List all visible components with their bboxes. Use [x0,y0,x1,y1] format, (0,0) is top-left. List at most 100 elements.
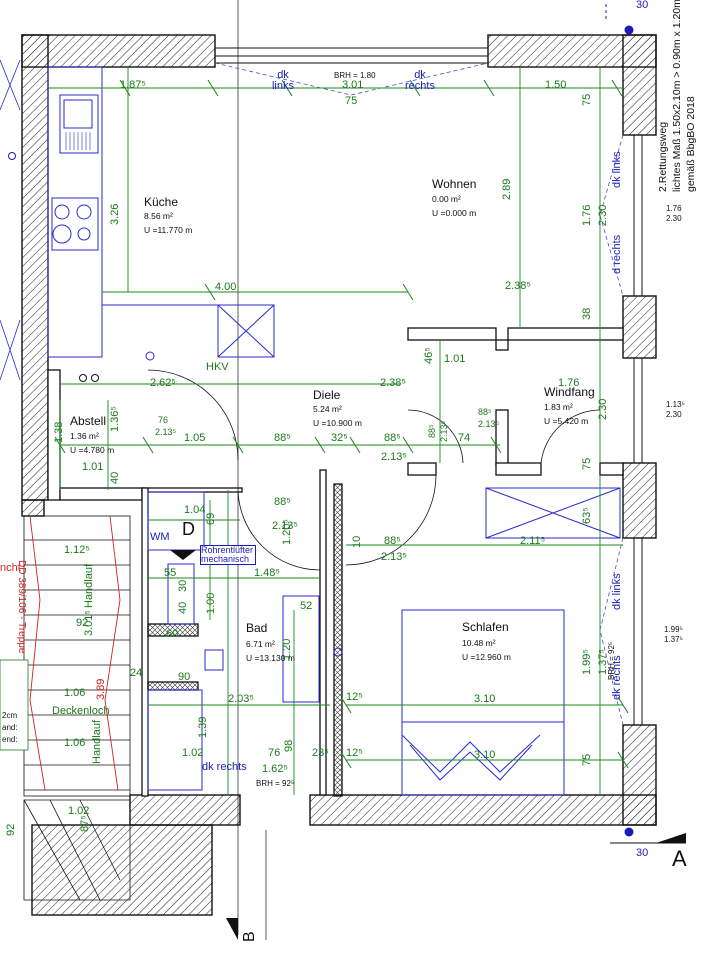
dim-label: 2.89 [501,178,513,200]
dim-label: 55 [164,567,177,579]
opening-dk-rechts-bad: dk rechts [202,761,247,773]
note-handlauf-2: Handlauf [91,719,103,764]
dim-label: 3.10 [474,749,496,761]
dim-label: 4.00 [215,281,237,293]
room-windfang-area: 1.83 m² [544,402,573,412]
dim-label: 1.99⁵ [664,625,683,634]
room-diele-area: 5.24 m² [313,404,342,414]
dim-label: 1.76 [581,204,593,226]
dim-label: 1.37⁵ [664,635,683,644]
section-marker-a: A [672,846,687,871]
dim-label: 2.13⁵ [478,419,500,429]
dim-label: 74 [458,432,471,444]
dim-label: 75 [345,95,358,107]
dim-label: 3.89 [95,678,107,700]
dim-label: 1.01 [82,461,104,473]
dim-label: 38 [581,307,593,320]
dim-label: 2.03⁵ [228,693,254,705]
room-kueche-area: 8.56 m² [144,211,173,221]
note-left-cut-4: end: [2,735,18,744]
dim-label: 87⁵ [79,815,91,832]
dim-label: 2.13⁵ [381,551,407,563]
dim-label: 2.13⁵ [439,420,449,442]
dim-label: 1.00 [205,592,217,614]
dim-label: 23⁵ [312,747,329,759]
dim-label: 32⁵ [331,432,348,444]
dim-label: 1.99⁵ [581,649,593,675]
dim-label: 88⁵ [384,432,401,444]
dim-label: 63⁵ [581,507,593,524]
dim-label: 2.30 [597,398,609,420]
note-left-cut-3: and: [2,723,18,732]
dim-label: 1.01 [444,353,466,365]
dim-label: 46⁵ [423,347,435,364]
dim-label: 3.10 [474,693,496,705]
dim-label: 1.12⁵ [64,544,90,556]
dim-label: 3.01 [342,79,364,91]
staircase [23,515,131,901]
dim-label: 40 [177,601,189,614]
room-windfang-perimeter: U =5.420 m [544,416,589,426]
section-markers [8,25,686,940]
dim-label: 40 [109,471,121,484]
dim-label: 88⁵ [427,424,437,438]
dim-label: 2.11⁵ [520,535,546,547]
dim-label: 90 [178,671,191,683]
room-bad-area: 6.71 m² [246,639,275,649]
note-stair-red: DD 389/106 - Treppe [16,560,27,654]
dim-label: 2.30 [597,204,609,226]
dim-label: 1.20 [281,638,293,660]
room-diele-perimeter: U =10.900 m [313,418,362,428]
note-handlauf-1: Handlauf [83,563,95,608]
dim-label: 1.06 [64,737,86,749]
dim-30-bottom: 30 [636,847,649,859]
dim-label: 1.62⁵ [262,763,288,775]
opening-hkv: HKV [206,361,229,373]
room-wohnen-area: 0.00 m² [432,194,461,204]
note-deckenloch: Deckenloch [52,705,110,717]
kitchen-counter [47,66,275,361]
room-bad-name: Bad [246,621,268,635]
bed [401,487,621,796]
dim-label: 24 [130,667,143,679]
room-schlafen-name: Schlafen [462,620,509,634]
dim-label: 1.87⁵ [120,79,146,91]
dim-label: 1.05 [184,432,206,444]
dimension-lines [48,67,623,795]
dim-label: 88⁵ [274,496,291,508]
dim-label: 3.26 [109,203,121,225]
dim-label: 1.76 [558,377,580,389]
note-rettungsweg-3: gemäß BbgBO 2018 [685,96,697,192]
dimension-ticks [54,79,629,769]
opening-brh-schlafen: BRH = 92⁵ [607,641,616,680]
left-note-box [0,659,29,751]
dim-label: 2.13⁵ [155,427,177,437]
bath-fixtures [147,491,343,791]
dim-label: 1.37⁵ [597,649,609,675]
left-edge-fragments [0,59,21,381]
dim-label: 52 [300,600,313,612]
opening-rohrentluefter: Rohrentlüfter mechanisch [200,545,256,565]
dim-label: 75 [581,753,593,766]
dim-label: 92 [5,823,17,836]
windows [215,47,643,725]
section-marker-d: D [182,519,195,539]
dim-label: 76 [158,415,169,425]
sink-lines [65,132,91,150]
note-left-cut-1: ncht [0,562,21,574]
stair-red-lines [29,515,121,791]
note-left-cut-2: 2cm [2,711,18,720]
interior-walls [47,327,624,797]
dim-label: 2.62⁵ [150,377,176,389]
dim-label: 69 [205,512,217,525]
room-schlafen-perimeter: U =12.960 m [462,652,511,662]
dim-label: 2.38⁵ [380,377,406,389]
dim-label: 60 [166,628,179,640]
room-abstell-area: 1.36 m² [70,431,99,441]
opening-dk-rechts-top: dk rechts [405,69,435,92]
note-rettungsweg-1: 2.Rettungsweg [657,121,669,192]
dim-label: 1.39 [197,716,209,738]
opening-brh-bad: BRH = 92⁵ [256,779,295,788]
dim-label: 75 [581,93,593,106]
